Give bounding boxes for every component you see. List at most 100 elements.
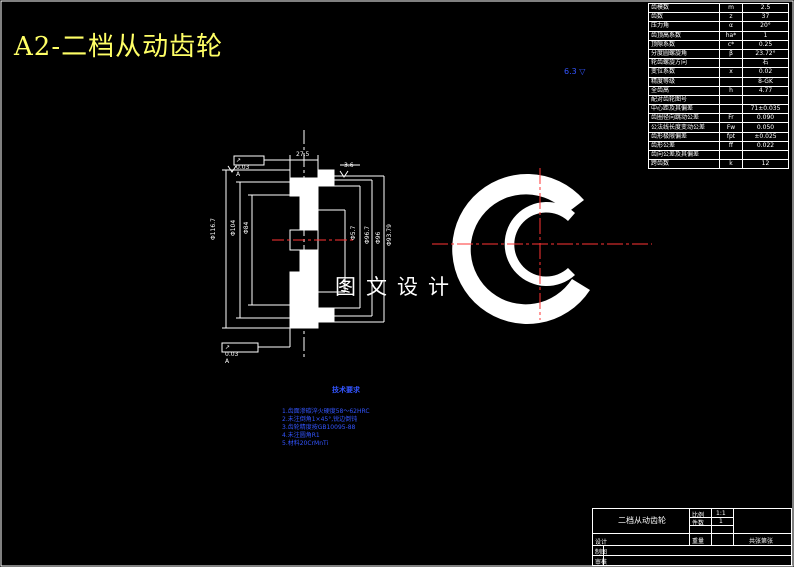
param-value: 0.022 xyxy=(742,140,789,152)
param-value: 0.050 xyxy=(742,122,789,133)
sheet-info: 共张第张 xyxy=(749,538,774,545)
param-symbol xyxy=(719,94,743,106)
scale-value: 1:1 xyxy=(716,510,726,517)
tolerance-top: ↗ 0.03 A xyxy=(236,157,250,178)
param-value xyxy=(742,94,789,106)
front-view xyxy=(432,168,652,324)
param-name: 轮齿螺旋方向 xyxy=(648,58,720,69)
section-view xyxy=(221,155,385,353)
param-name: 齿顶高系数 xyxy=(648,30,720,41)
scale-label: 比例 xyxy=(692,512,705,519)
param-name: 全齿高 xyxy=(648,85,720,96)
section-body-top xyxy=(289,169,335,231)
param-name: 齿向公差及其偏差 xyxy=(648,149,720,161)
param-name: 齿形极限偏差 xyxy=(648,131,720,142)
param-value: 71±0.035 xyxy=(742,104,789,115)
param-value: 12 xyxy=(742,159,789,170)
param-value: 4.77 xyxy=(742,85,789,96)
param-symbol: k xyxy=(719,159,743,170)
param-name: 变位系数 xyxy=(648,67,720,78)
row-drafting: 制图 xyxy=(595,549,608,556)
param-symbol: x xyxy=(719,67,743,78)
param-name: 精度等级 xyxy=(648,76,720,87)
param-value: 37 xyxy=(742,12,789,23)
note-item: 1.齿面渗碳淬火硬度58～62HRC xyxy=(282,408,370,415)
count-value: 1 xyxy=(719,518,723,525)
row-design: 设计 xyxy=(595,539,608,546)
param-value: 23.72° xyxy=(742,48,789,60)
dim-right-4: Φ93.79 xyxy=(386,224,393,246)
param-symbol xyxy=(719,76,743,87)
dim-left-mid: Φ104 xyxy=(230,219,237,236)
param-symbol xyxy=(719,104,743,115)
dim-right-2: Φ96.7 xyxy=(364,225,371,244)
param-name: 中心距及其偏差 xyxy=(648,104,720,115)
param-symbol: c* xyxy=(719,39,743,50)
note-item: 3.齿轮精度按GB10095-88 xyxy=(282,424,356,431)
dim-top-width: 27.5 xyxy=(296,151,310,158)
param-value: 0.25 xyxy=(742,39,789,50)
param-name: 齿形公差 xyxy=(648,140,720,152)
param-symbol: α xyxy=(719,21,743,32)
part-name: 二档从动齿轮 xyxy=(618,516,666,525)
param-value: ±0.025 xyxy=(742,131,789,142)
roughness-symbol: 6.3 ▽ xyxy=(564,67,586,76)
dim-left-inner: Φ84 xyxy=(243,221,250,234)
weight-label: 重量 xyxy=(692,538,705,545)
param-symbol: β xyxy=(719,48,743,60)
watermark: 图文设计 xyxy=(335,275,459,299)
param-value: 20° xyxy=(742,21,789,32)
param-symbol xyxy=(719,58,743,69)
note-item: 4.未注圆角R1 xyxy=(282,432,320,439)
param-symbol: Fr xyxy=(719,113,743,124)
section-body-bottom xyxy=(289,249,335,329)
drawing-title: A2-二档从动齿轮 xyxy=(14,32,224,62)
param-row: 轮齿螺旋方向右 xyxy=(648,58,789,69)
param-name: 顶隙系数 xyxy=(648,39,720,50)
param-symbol xyxy=(719,149,743,161)
param-value: 0.02 xyxy=(742,67,789,78)
param-symbol: fpt xyxy=(719,131,743,142)
param-name: 分度圆螺旋角 xyxy=(648,48,720,60)
param-name: 齿数 xyxy=(648,12,720,23)
param-value: 0.090 xyxy=(742,113,789,124)
param-name: 齿模数 xyxy=(648,2,720,14)
param-row: 配对齿轮图号 xyxy=(648,94,789,106)
param-value xyxy=(742,149,789,161)
row-review: 审核 xyxy=(595,559,608,566)
gear-inner-hub xyxy=(504,202,575,287)
title-block: 二档从动齿轮 比例 1:1 件数 1 重量 共张第张 设计 制图 审核 xyxy=(592,508,792,566)
param-name: 压力角 xyxy=(648,21,720,32)
tolerance-bottom: ↗ 0.03 A xyxy=(225,344,239,365)
note-item: 5.材料20CrMnTi xyxy=(282,440,329,447)
dim-left-outer: Φ116.7 xyxy=(210,218,217,240)
param-row: 中心距及其偏差 71±0.035 xyxy=(648,104,789,115)
param-symbol: h xyxy=(719,85,743,96)
param-name: 公法线长度变动公差 xyxy=(648,122,720,133)
param-value: 8-GK xyxy=(742,76,789,87)
param-symbol: Fw xyxy=(719,122,743,133)
note-item: 2.未注倒角1×45°,锐边倒钝 xyxy=(282,416,358,423)
param-name: 跨齿数 xyxy=(648,159,720,170)
count-label: 件数 xyxy=(692,520,705,527)
technical-notes: 技术要求 1.齿面渗碳淬火硬度58～62HRC 2.未注倒角1×45°,锐边倒钝… xyxy=(282,386,370,448)
gear-outer-ring xyxy=(452,173,590,324)
param-value: 2.5 xyxy=(742,2,789,14)
param-name: 配对齿轮图号 xyxy=(648,94,720,106)
param-value: 1 xyxy=(742,30,789,41)
param-symbol: ff xyxy=(719,140,743,152)
